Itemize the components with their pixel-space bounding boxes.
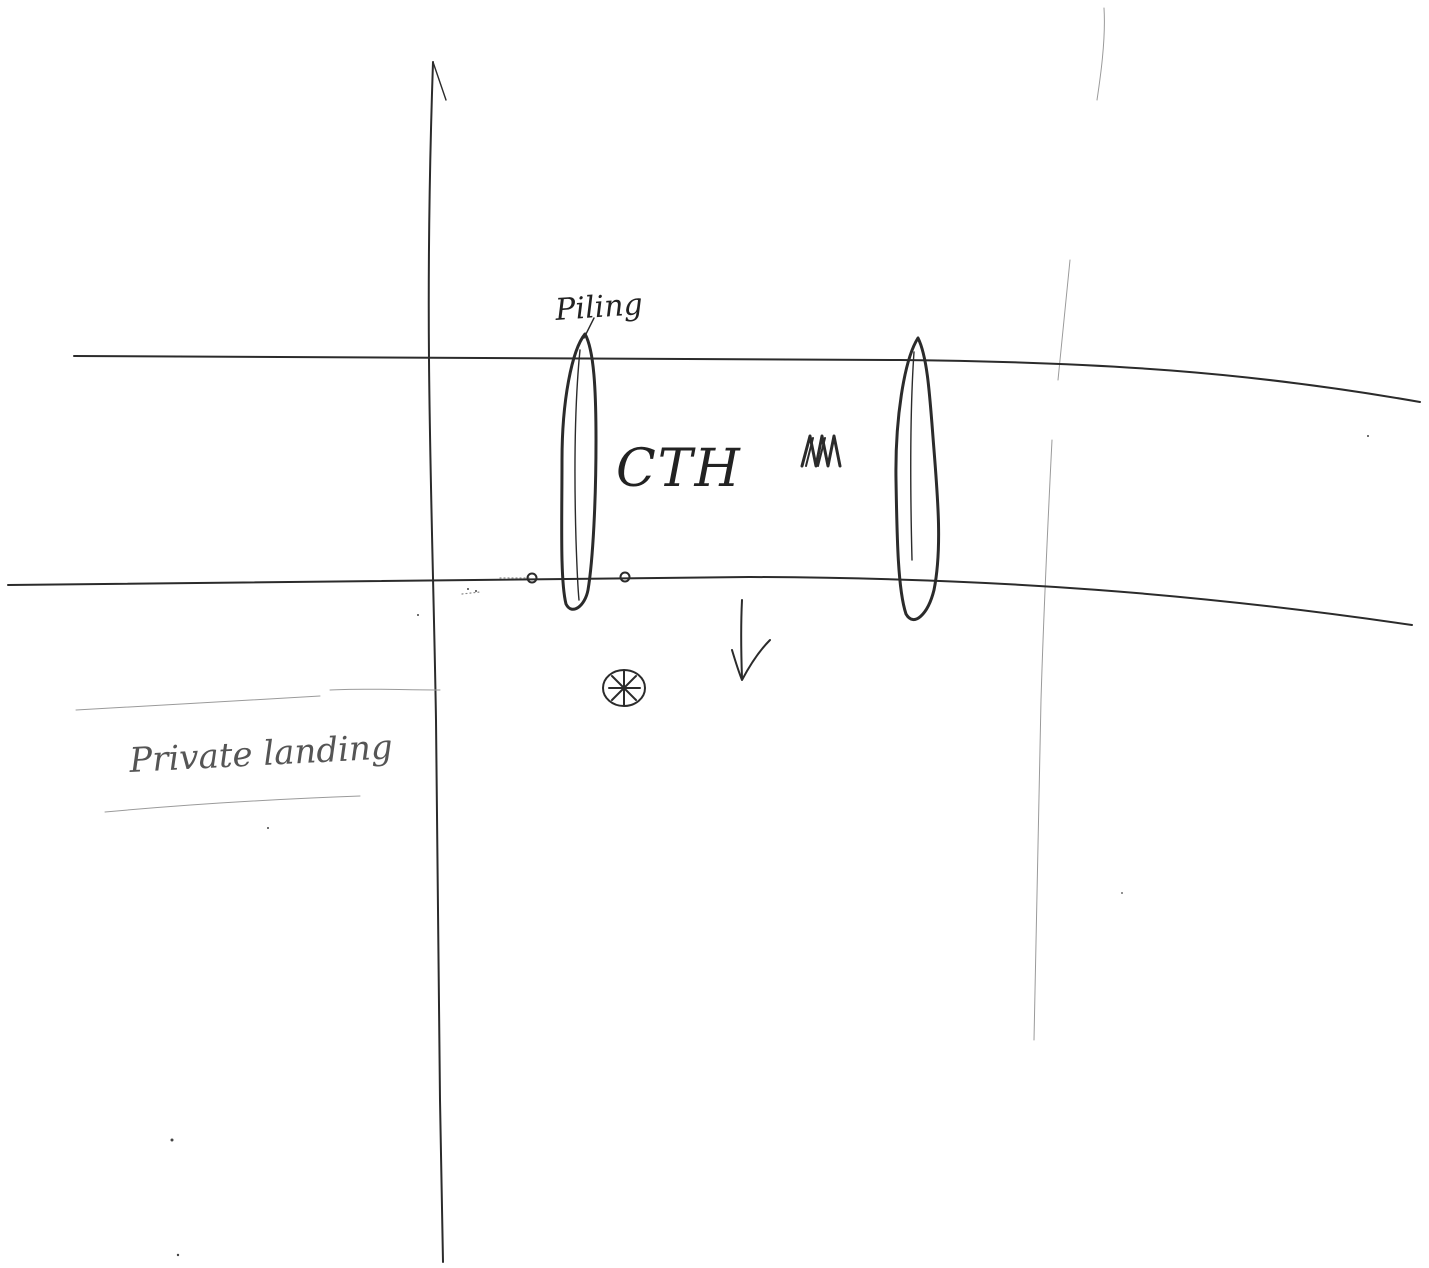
- marker-circle-left: [526, 572, 538, 584]
- private-landing-label: Private landing: [127, 727, 393, 781]
- marker-circle-right: [619, 571, 631, 583]
- vehicle-tally-icon: [800, 434, 842, 468]
- road-top-edge: [73, 355, 1421, 403]
- dotted-guide-line: [461, 577, 531, 595]
- down-arrow-icon: [731, 599, 771, 681]
- private-landing-top-line: [75, 688, 441, 711]
- road-bottom-edge: [7, 576, 1413, 626]
- circled-asterisk-icon: [602, 669, 646, 707]
- main-vertical-line: [427, 61, 444, 1263]
- piling-label: Piling: [553, 287, 644, 328]
- left-piling-inner-stroke: [574, 349, 581, 601]
- right-piling-inner-stroke: [909, 351, 915, 561]
- right-piling: [894, 336, 941, 622]
- paper-specks: [170, 435, 1369, 1257]
- vertical-line-top-hook: [432, 61, 447, 101]
- faint-vertical-line-right: [1033, 7, 1105, 1041]
- private-landing-bottom-line: [104, 795, 361, 813]
- piling-pointer-line: [583, 317, 595, 339]
- cth-label: CTH: [616, 439, 742, 499]
- left-piling: [560, 332, 598, 611]
